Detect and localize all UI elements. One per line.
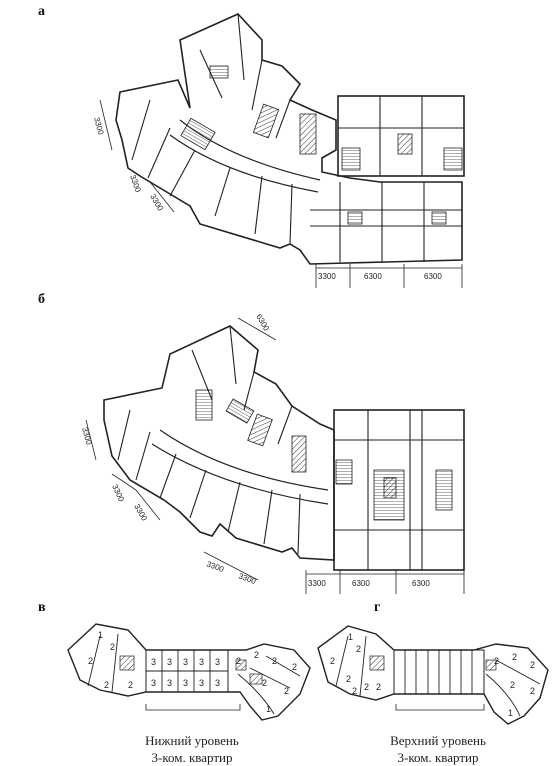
plan-g-bracket	[395, 704, 485, 711]
plan-v	[67, 623, 311, 721]
room-v-right-7: 1	[266, 704, 271, 714]
dim-b-top: 6300	[254, 313, 271, 333]
dim-b-bottom-curve-2: 3300	[237, 571, 257, 586]
room-g-right-4: 2	[510, 680, 515, 690]
dim-b-bottom-2: 6300	[352, 579, 370, 588]
dim-a-curve2: 3300	[148, 193, 165, 213]
room-v-c-2: 3	[167, 657, 172, 667]
room-g-right-6: 1	[508, 708, 513, 718]
room-v-right-3: 2	[272, 656, 277, 666]
room-v-right-6: 2	[284, 686, 289, 696]
room-v-c-6: 3	[151, 678, 156, 688]
caption-g-line1: Верхний уровень	[390, 733, 486, 748]
caption-g: Верхний уровень 3-ком. квартир	[338, 732, 538, 766]
room-v-c-1: 3	[151, 657, 156, 667]
plan-g-rooms: 1 2 2 2 2 2 2 2 2 2 2 2 1	[330, 632, 535, 718]
caption-v: Нижний уровень 3-ком. квартир	[92, 732, 292, 766]
room-g-right-3: 2	[530, 660, 535, 670]
room-g-left-1: 1	[348, 632, 353, 642]
room-v-right-1: 2	[236, 656, 241, 666]
room-g-left-5: 2	[364, 682, 369, 692]
room-g-right-2: 2	[512, 652, 517, 662]
plan-a-cores	[180, 65, 463, 225]
panel-label-g: г	[374, 600, 381, 615]
panel-label-a: а	[38, 4, 45, 19]
room-g-left-3: 2	[356, 644, 361, 654]
panel-label-v: в	[38, 600, 46, 615]
plan-g-cores	[369, 655, 497, 671]
dim-b-curve1: 3300	[110, 483, 126, 503]
room-v-c-10: 3	[215, 678, 220, 688]
dim-b-bottom-1: 3300	[308, 579, 326, 588]
plan-g	[317, 625, 549, 725]
room-v-c-5: 3	[215, 657, 220, 667]
room-g-left-7: 2	[376, 682, 381, 692]
room-v-left-3: 2	[110, 642, 115, 652]
room-v-c-9: 3	[199, 678, 204, 688]
dim-a-left: 3300	[92, 116, 105, 136]
caption-g-line2: 3-ком. квартир	[397, 750, 479, 765]
room-g-right-1: 2	[494, 656, 499, 666]
plan-a	[115, 13, 465, 265]
panel-label-b: б	[38, 292, 45, 307]
plan-a-dims	[99, 99, 463, 288]
room-g-left-2: 2	[330, 656, 335, 666]
room-v-c-4: 3	[199, 657, 204, 667]
plan-b-cores	[195, 389, 453, 521]
room-v-c-8: 3	[183, 678, 188, 688]
room-v-c-7: 3	[167, 678, 172, 688]
dim-b-curve2: 3300	[132, 503, 149, 523]
room-v-left-4: 2	[104, 680, 109, 690]
dim-b-left: 3300	[80, 426, 93, 446]
room-v-left-1: 1	[98, 630, 103, 640]
room-g-right-5: 2	[530, 686, 535, 696]
dim-a-bottom-2: 6300	[364, 272, 382, 281]
caption-v-line2: 3-ком. квартир	[151, 750, 233, 765]
room-v-c-3: 3	[183, 657, 188, 667]
room-v-left-2: 2	[88, 656, 93, 666]
dim-a-bottom-3: 6300	[424, 272, 442, 281]
room-v-right-5: 2	[262, 678, 267, 688]
plan-v-bracket	[145, 704, 241, 711]
plan-v-rooms: 1 2 2 2 2 3 3 3 3 3 3 3 3 3 3 2 2 2 2 2 …	[88, 630, 297, 714]
room-v-right-4: 2	[292, 662, 297, 672]
room-v-right-2: 2	[254, 650, 259, 660]
room-v-left-5: 2	[128, 680, 133, 690]
room-g-left-4: 2	[346, 674, 351, 684]
plan-v-cores	[119, 655, 263, 685]
caption-v-line1: Нижний уровень	[145, 733, 239, 748]
dim-b-bottom-3: 6300	[412, 579, 430, 588]
dim-a-bottom-1: 3300	[318, 272, 336, 281]
plan-b	[103, 325, 465, 571]
room-g-left-6: 2	[352, 686, 357, 696]
plan-b-dims	[85, 317, 465, 594]
